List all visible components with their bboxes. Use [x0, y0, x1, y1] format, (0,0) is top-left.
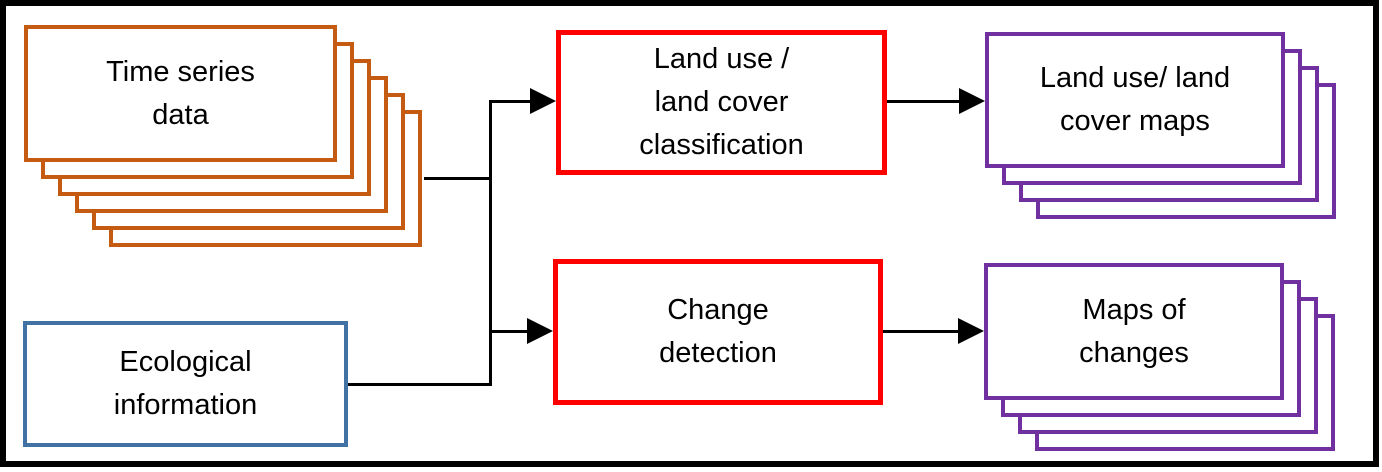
arrowhead-to-lulc-maps: [959, 88, 985, 114]
node-label: Land use/ land cover maps: [1039, 62, 1231, 137]
node-maps-of-changes: Maps of changes: [984, 263, 1284, 400]
connector-time-series-to-junction: [424, 177, 491, 180]
arrowhead-to-maps-of-changes: [958, 318, 984, 344]
connector-junction-to-change-detection: [489, 330, 529, 333]
connector-change-detection-to-maps: [883, 330, 959, 333]
node-lulc-maps: Land use/ land cover maps: [985, 32, 1285, 168]
node-label: Time series data: [106, 55, 255, 131]
node-label: Change detection: [659, 294, 777, 369]
arrowhead-to-change-detection: [527, 318, 553, 344]
node-change-detection: Change detection: [553, 259, 883, 405]
node-ecological-information: Ecological information: [23, 321, 348, 447]
node-lulc-classification: Land use / land cover classification: [556, 30, 887, 175]
connector-ecological-to-junction: [348, 383, 492, 386]
node-label: Maps of changes: [1079, 293, 1189, 369]
node-label: Land use / land cover classification: [639, 43, 804, 161]
connector-junction-to-classification: [489, 100, 532, 103]
node-time-series-data: Time series data: [24, 25, 337, 162]
node-label: Ecological information: [113, 346, 258, 421]
connector-junction-vertical: [489, 100, 492, 386]
connector-classification-to-maps: [887, 100, 961, 103]
arrowhead-to-classification: [530, 88, 556, 114]
